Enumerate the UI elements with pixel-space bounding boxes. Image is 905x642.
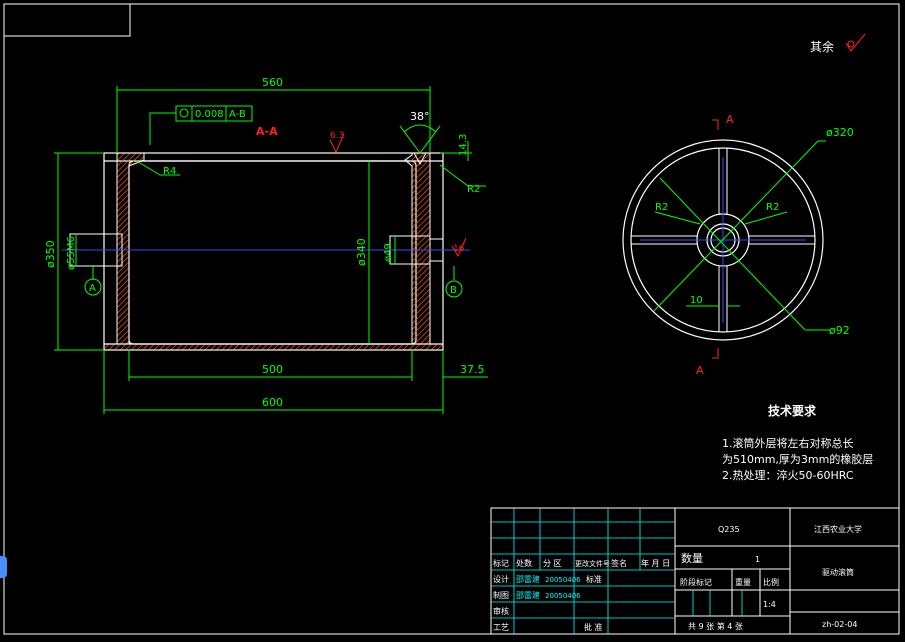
tb-header-sign: 签名 — [611, 558, 627, 568]
tech-line-2: 为510mm,厚为3mm的橡胶层 — [722, 452, 873, 466]
tb-design-label: 设计 — [493, 574, 509, 584]
datum-a: A — [89, 283, 96, 294]
tb-stage-label: 阶段标记 — [680, 577, 712, 587]
tb-design-date: 20050406 — [545, 576, 581, 584]
tb-school: 江西农业大学 — [814, 524, 862, 534]
tb-qty-value: 1 — [755, 555, 760, 564]
dim-r4: R4 — [163, 166, 176, 177]
dim-10: 10 — [690, 295, 703, 306]
tech-line-3: 2.热处理：淬火50-60HRC — [722, 468, 854, 482]
dim-600: 600 — [262, 396, 283, 409]
rough-right-value: 16 — [453, 244, 465, 254]
tb-review-label: 审核 — [493, 606, 509, 616]
technical-requirements: 技术要求 1.滚筒外层将左右对称总长 为510mm,厚为3mm的橡胶层 2.热处… — [722, 403, 873, 482]
title-block: 标记 处数 分 区 更改文件号 签名 年 月 日 设计 邵雷建 20050406… — [490, 507, 900, 635]
tb-header-change-doc: 更改文件号 — [575, 559, 610, 568]
dim-r2-right: R2 — [766, 202, 779, 213]
side-panel-handle[interactable] — [0, 556, 7, 578]
tb-scale-label: 比例 — [763, 577, 779, 587]
dim-r2-left: R2 — [655, 202, 668, 213]
dim-500: 500 — [262, 363, 283, 376]
tb-draw-name: 邵雷建 — [516, 590, 540, 600]
tb-draw-label: 制图 — [493, 590, 509, 600]
tolerance-reference: A-B — [229, 109, 246, 120]
rough-top-value: 6.3 — [330, 131, 344, 141]
section-dimensions — [54, 86, 488, 414]
tb-material: Q235 — [718, 525, 740, 534]
section-dimension-text: 560 500 600 37.5 ø350 ø340 ø55M6 ø49 38°… — [44, 76, 485, 409]
section-title: A-A — [256, 125, 278, 138]
dim-320: ø320 — [826, 126, 854, 139]
roughness-symbol-icon — [845, 33, 866, 52]
dim-560: 560 — [262, 76, 283, 89]
datum-b: B — [450, 285, 457, 296]
tb-weight-label: 重量 — [735, 577, 751, 587]
tb-header-zone: 分 区 — [543, 559, 562, 568]
tb-header-date: 年 月 日 — [641, 558, 670, 568]
dim-angle: 38° — [410, 110, 430, 123]
dim-r2: R2 — [467, 184, 480, 195]
dim-350: ø350 — [44, 240, 57, 268]
tb-approve-label: 批 准 — [584, 622, 603, 632]
cut-label-top: A — [726, 113, 734, 126]
sheet-frame — [3, 3, 900, 635]
tb-design-name: 邵雷建 — [516, 574, 540, 584]
dim-49: ø49 — [383, 243, 394, 262]
tb-draw-date: 20050406 — [545, 592, 581, 600]
roughness-note: 其余 — [810, 33, 866, 54]
tb-part-name: 驱动滚筒 — [822, 567, 854, 577]
tb-drawing-no: zh-02-04 — [822, 620, 857, 629]
roughness-label: 其余 — [810, 39, 834, 54]
end-view: A A ø320 ø92 R2 R2 10 — [622, 113, 854, 377]
tb-process-label: 工艺 — [493, 623, 509, 632]
dim-14-3: 14.3 — [458, 134, 469, 156]
dim-340: ø340 — [355, 238, 368, 266]
section-view: A-A 6.3 16 — [62, 125, 470, 351]
tb-standard-label: 标准 — [586, 574, 602, 584]
tb-sheets: 共 9 张 第 4 张 — [688, 621, 743, 631]
tb-scale-value: 1:4 — [763, 600, 776, 609]
cut-label-bottom: A — [696, 364, 704, 377]
roughness-circle-icon — [847, 40, 855, 48]
tech-title: 技术要求 — [768, 403, 817, 418]
dim-92: ø92 — [829, 324, 850, 337]
dim-55: ø55M6 — [66, 236, 77, 270]
dim-37-5: 37.5 — [460, 363, 485, 376]
tb-qty-label: 数量 — [681, 552, 703, 565]
tech-line-1: 1.滚筒外层将左右对称总长 — [722, 436, 854, 450]
tolerance-value: 0.008 — [195, 109, 224, 120]
tb-header-mark: 标记 — [493, 558, 509, 568]
tb-header-count: 处数 — [516, 558, 532, 568]
